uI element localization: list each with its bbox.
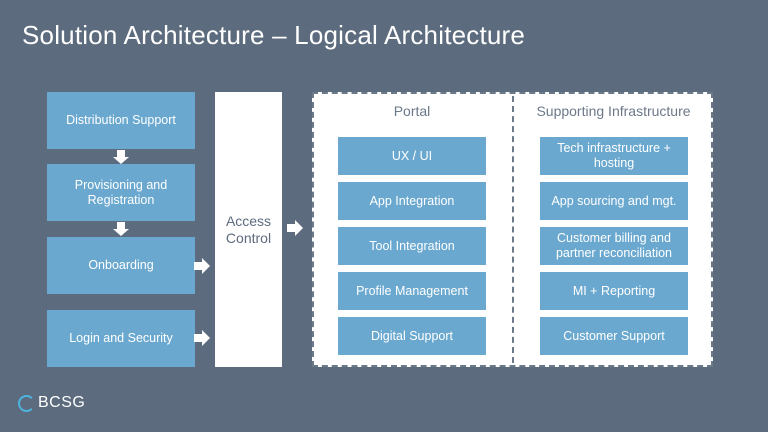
profile-management-box: Profile Management <box>338 272 486 310</box>
mi-reporting-box: MI + Reporting <box>540 272 688 310</box>
customer-support-box: Customer Support <box>540 317 688 355</box>
digital-support-box: Digital Support <box>338 317 486 355</box>
portal-heading: Portal <box>393 103 431 119</box>
tool-integration-box: Tool Integration <box>338 227 486 265</box>
logo-text: BCSG <box>38 394 86 411</box>
infrastructure-heading: Supporting Infrastructure <box>536 103 691 119</box>
customer-billing-box: Customer billing and partner reconciliat… <box>540 227 688 265</box>
logo-ring-icon <box>18 394 35 412</box>
bcsg-logo: BCSG <box>18 394 85 412</box>
tech-infrastructure-box: Tech infrastructure + hosting <box>540 137 688 175</box>
login-security-box: Login and Security <box>47 310 195 367</box>
access-control-box: Access Control <box>215 92 282 367</box>
slide-title: Solution Architecture – Logical Architec… <box>22 20 526 50</box>
onboarding-box: Onboarding <box>47 237 195 294</box>
distribution-support-box: Distribution Support <box>47 92 195 149</box>
app-sourcing-box: App sourcing and mgt. <box>540 182 688 220</box>
provisioning-registration-box: Provisioning and Registration <box>47 164 195 221</box>
panel-divider <box>512 96 514 363</box>
app-integration-box: App Integration <box>338 182 486 220</box>
ux-ui-box: UX / UI <box>338 137 486 175</box>
